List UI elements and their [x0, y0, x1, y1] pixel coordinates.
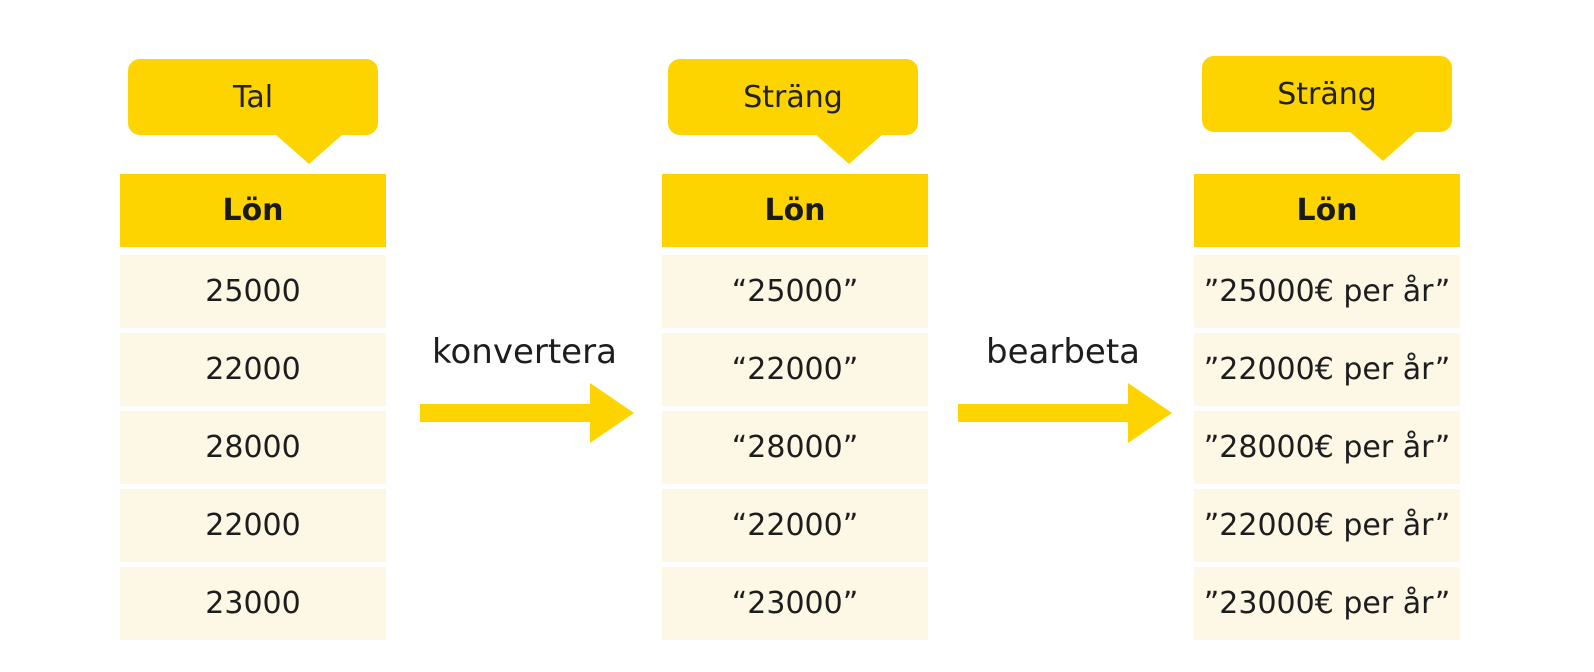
bubble-pointer — [275, 134, 343, 164]
table-cell: 28000 — [120, 411, 386, 484]
type-label-text: Sträng — [1277, 76, 1377, 112]
type-label-number: Tal — [128, 59, 378, 164]
table-cell: ”23000€ per år” — [1194, 567, 1460, 640]
table-cell: ”22000€ per år” — [1194, 489, 1460, 562]
type-label-string: Sträng — [668, 59, 918, 164]
table-cell: 22000 — [120, 489, 386, 562]
table-cell: “22000” — [662, 489, 928, 562]
table-cell: ”22000€ per år” — [1194, 333, 1460, 406]
table-cell: ”28000€ per år” — [1194, 411, 1460, 484]
table-formatted-column: Lön ”25000€ per år” ”22000€ per år” ”280… — [1194, 174, 1460, 645]
arrow-right-icon — [958, 383, 1172, 443]
type-label-string: Sträng — [1202, 56, 1452, 161]
type-label-text: Tal — [232, 79, 274, 115]
table-string-column: Lön “25000” “22000” “28000” “22000” “230… — [662, 174, 928, 645]
type-label-text: Sträng — [743, 79, 843, 115]
column-header: Lön — [120, 174, 386, 247]
step-label-process: bearbeta — [986, 332, 1140, 372]
table-cell: 25000 — [120, 255, 386, 328]
table-cell: “23000” — [662, 567, 928, 640]
column-header: Lön — [1194, 174, 1460, 247]
column-header: Lön — [662, 174, 928, 247]
table-cell: “22000” — [662, 333, 928, 406]
bubble-pointer — [815, 134, 883, 164]
table-cell: ”25000€ per år” — [1194, 255, 1460, 328]
arrow-right-icon — [420, 383, 634, 443]
table-cell: “25000” — [662, 255, 928, 328]
table-number-column: Lön 25000 22000 28000 22000 23000 — [120, 174, 386, 645]
step-label-convert: konvertera — [432, 332, 617, 372]
table-cell: 22000 — [120, 333, 386, 406]
table-cell: 23000 — [120, 567, 386, 640]
table-cell: “28000” — [662, 411, 928, 484]
bubble-pointer — [1349, 131, 1417, 161]
